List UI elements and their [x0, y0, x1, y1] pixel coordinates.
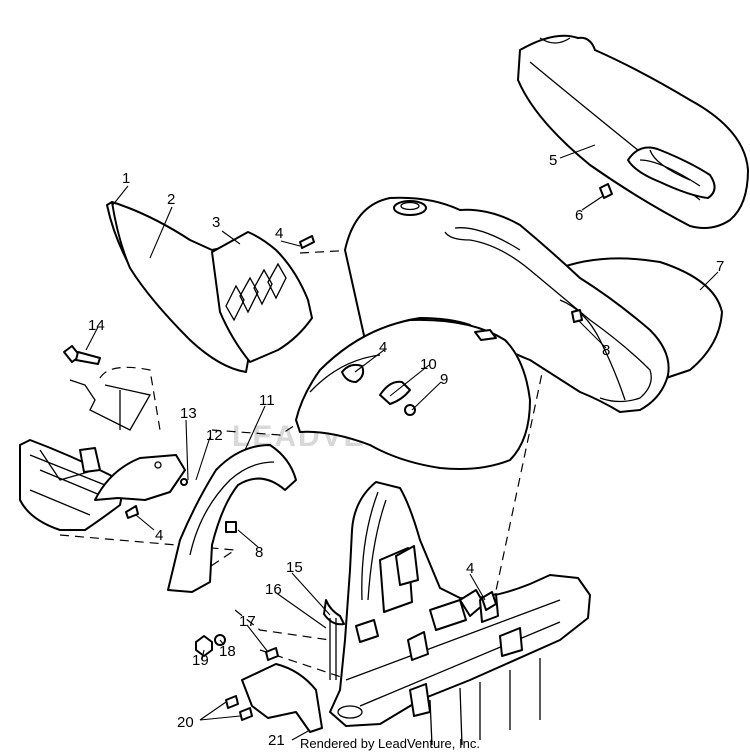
callout-17: 17 [239, 613, 256, 630]
part-rear-guard [241, 663, 323, 733]
part-left-frame [19, 379, 152, 531]
callout-16: 16 [265, 581, 282, 598]
callout-20: 20 [177, 714, 194, 731]
callout-13: 13 [180, 405, 197, 422]
callout-21: 21 [268, 732, 285, 749]
callout-1: 1 [122, 170, 130, 187]
part-footrest-panel [111, 201, 251, 373]
callout-5: 5 [549, 152, 557, 169]
part-main-body [295, 196, 670, 470]
part-mud-flap [167, 444, 297, 593]
part-rear-frame [323, 481, 591, 746]
callout-4d: 4 [466, 560, 474, 577]
callout-18: 18 [219, 643, 236, 660]
footer-credit: Rendered by LeadVenture, Inc. [300, 736, 480, 751]
callout-8b: 8 [255, 544, 263, 561]
leader-lines [85, 144, 719, 741]
callout-8a: 8 [602, 342, 610, 359]
callout-6: 6 [575, 207, 583, 224]
callout-7: 7 [716, 258, 724, 275]
callout-11: 11 [259, 392, 275, 409]
part-bolt [63, 345, 101, 365]
part-clip [599, 183, 613, 199]
part-bracket [94, 454, 186, 501]
callouts: 1 2 3 4 5 6 7 8 4 10 9 14 11 13 12 4 8 1… [88, 152, 724, 749]
callout-9: 9 [440, 371, 448, 388]
callout-15: 15 [286, 559, 303, 576]
callout-4c: 4 [155, 527, 163, 544]
callout-19: 19 [192, 652, 209, 669]
part-seat [517, 34, 749, 229]
callout-14: 14 [88, 317, 105, 334]
callout-2: 2 [167, 191, 175, 208]
callout-12: 12 [206, 427, 223, 444]
callout-4b: 4 [379, 339, 387, 356]
callout-4a: 4 [275, 225, 283, 242]
part-footrest [211, 231, 313, 363]
callout-10: 10 [420, 356, 437, 373]
callout-3: 3 [212, 214, 220, 231]
